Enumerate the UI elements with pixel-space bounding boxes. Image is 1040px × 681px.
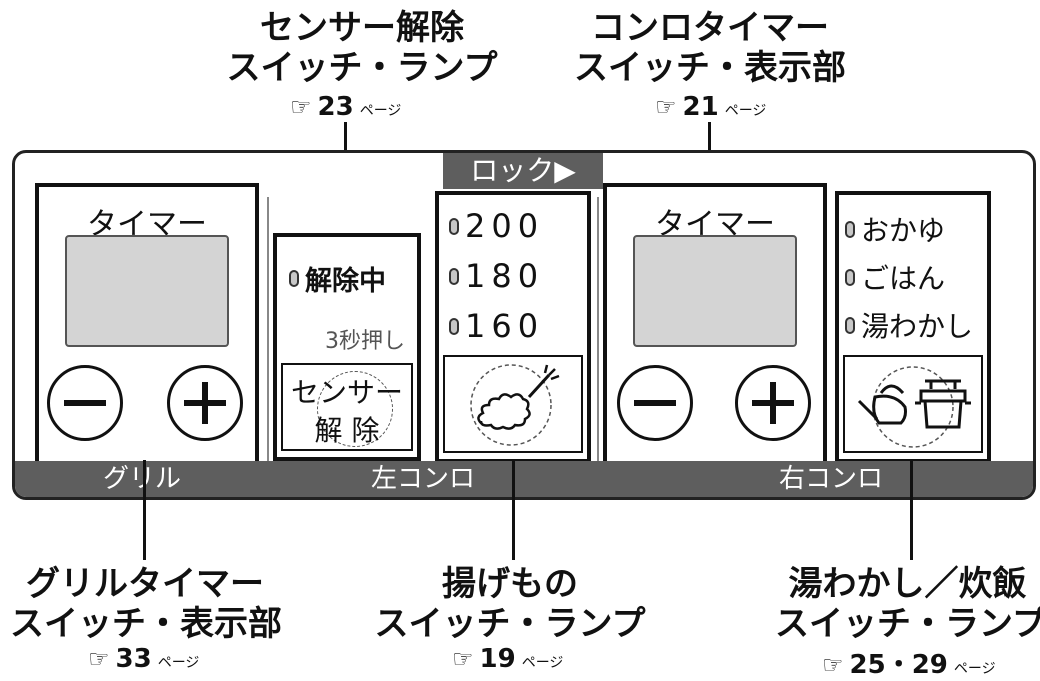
section-label-left-konro: 左コンロ <box>371 464 476 494</box>
temp-value: 180 <box>465 257 545 295</box>
hand-pointing-icon: ☞ <box>452 645 474 673</box>
mode-row: おかゆ <box>845 209 945 249</box>
konro-timer-callout-line1: コンロタイマー <box>591 8 829 48</box>
yuwakashi-callout-line1: 湯わかし／炊飯 <box>788 564 1027 604</box>
control-panel: ロック▶ タイマー 解除中 3秒押し センサー 解 除 200 180 160 <box>12 150 1036 500</box>
minus-icon <box>634 400 676 406</box>
sensor-page-suffix: ページ <box>359 103 402 119</box>
section-label-grill: グリル <box>103 464 182 494</box>
mode-label: ごはん <box>861 262 946 295</box>
mode-lamp <box>845 220 855 238</box>
mode-label: おかゆ <box>861 214 946 247</box>
sensor-release-hint: 3秒押し <box>325 329 405 354</box>
sensor-release-box: 解除中 3秒押し センサー 解 除 <box>273 233 421 461</box>
sensor-release-lamp-label: 解除中 <box>305 266 386 297</box>
right-minus-button[interactable] <box>617 365 693 441</box>
hand-pointing-icon: ☞ <box>822 651 844 679</box>
grill-timer-callout-title: グリルタイマー スイッチ・表示部 <box>10 564 282 644</box>
temp-value: 160 <box>465 307 545 345</box>
mode-label: 湯わかし <box>861 310 974 343</box>
konro-timer-page-ref: ☞ 21 ページ <box>655 92 766 122</box>
sensor-callout-line2: スイッチ・ランプ <box>226 48 498 88</box>
frying-button[interactable] <box>443 355 583 453</box>
section-label-right-konro: 右コンロ <box>779 464 884 494</box>
yuwakashi-page-number: 25・29 <box>849 650 948 680</box>
agemono-page-suffix: ページ <box>521 655 564 671</box>
right-konro-timer-display <box>633 235 797 347</box>
lock-badge: ロック▶ <box>443 153 603 189</box>
kettle-pot-icon <box>857 366 971 448</box>
section-divider <box>267 197 269 467</box>
grill-timer-page-suffix: ページ <box>157 655 200 671</box>
grill-timer-callout-line1: グリルタイマー <box>26 564 264 604</box>
boil-rice-box: おかゆ ごはん 湯わかし <box>835 191 991 463</box>
hand-pointing-icon: ☞ <box>88 645 110 673</box>
mode-row: ごはん <box>845 257 945 297</box>
agemono-callout-line1: 揚げもの <box>442 564 578 604</box>
yuwakashi-callout-title: 湯わかし／炊飯 スイッチ・ランプ <box>775 564 1040 644</box>
sensor-page-ref: ☞ 23 ページ <box>290 92 401 122</box>
agemono-page-number: 19 <box>479 644 516 674</box>
temp-lamp <box>449 317 459 335</box>
sensor-release-lamp <box>289 270 299 287</box>
section-label-bar: グリル 左コンロ 右コンロ <box>15 461 1033 497</box>
konro-timer-callout-title: コンロタイマー スイッチ・表示部 <box>570 8 850 88</box>
yuwakashi-leader-line <box>910 460 913 560</box>
rice-pot-icon <box>915 379 971 429</box>
mode-lamp <box>845 268 855 286</box>
tempura-icon <box>470 364 560 446</box>
grill-timer-box: タイマー <box>35 183 259 465</box>
agemono-page-ref: ☞ 19 ページ <box>452 644 563 674</box>
sensor-callout-title: センサー解除 スイッチ・ランプ <box>222 8 502 88</box>
right-plus-button[interactable] <box>735 365 811 441</box>
grill-timer-page-number: 33 <box>115 644 152 674</box>
temp-value: 200 <box>465 207 545 245</box>
hand-pointing-icon: ☞ <box>290 93 312 121</box>
sensor-release-button-line2: 解 除 <box>314 414 380 447</box>
minus-icon <box>64 400 106 406</box>
kettle-icon <box>857 384 907 425</box>
konro-timer-page-number: 21 <box>682 92 719 122</box>
grill-timer-display <box>65 235 229 347</box>
sensor-touch-circle <box>317 371 393 447</box>
sensor-callout-line1: センサー解除 <box>260 8 464 48</box>
yuwakashi-page-suffix: ページ <box>953 661 996 677</box>
grill-plus-button[interactable] <box>167 365 243 441</box>
yuwakashi-callout-line2: スイッチ・ランプ <box>775 604 1040 644</box>
sensor-release-button[interactable]: センサー 解 除 <box>281 363 413 451</box>
temp-row: 200 <box>449 207 544 245</box>
agemono-leader-line <box>512 460 515 560</box>
temp-lamp <box>449 267 459 285</box>
grill-timer-page-ref: ☞ 33 ページ <box>88 644 199 674</box>
agemono-callout-line2: スイッチ・ランプ <box>374 604 646 644</box>
boil-rice-button[interactable] <box>843 355 983 453</box>
sensor-release-button-line1: センサー <box>290 376 403 409</box>
konro-timer-page-suffix: ページ <box>724 103 767 119</box>
grill-minus-button[interactable] <box>47 365 123 441</box>
frying-temp-box: 200 180 160 <box>435 191 591 463</box>
agemono-callout-title: 揚げもの スイッチ・ランプ <box>370 564 650 644</box>
temp-lamp <box>449 217 459 235</box>
temp-row: 160 <box>449 307 544 345</box>
mode-lamp <box>845 316 855 334</box>
sensor-release-lamp-row: 解除中 <box>289 259 386 298</box>
mode-row: 湯わかし <box>845 305 973 345</box>
temp-row: 180 <box>449 257 544 295</box>
grill-timer-callout-line2: スイッチ・表示部 <box>10 604 282 644</box>
right-konro-timer-box: タイマー <box>603 183 827 465</box>
grill-timer-leader-line <box>143 460 146 560</box>
hand-pointing-icon: ☞ <box>655 93 677 121</box>
section-divider <box>597 197 599 467</box>
konro-timer-callout-line2: スイッチ・表示部 <box>574 48 846 88</box>
yuwakashi-page-ref: ☞ 25・29 ページ <box>822 644 996 681</box>
sensor-page-number: 23 <box>317 92 354 122</box>
